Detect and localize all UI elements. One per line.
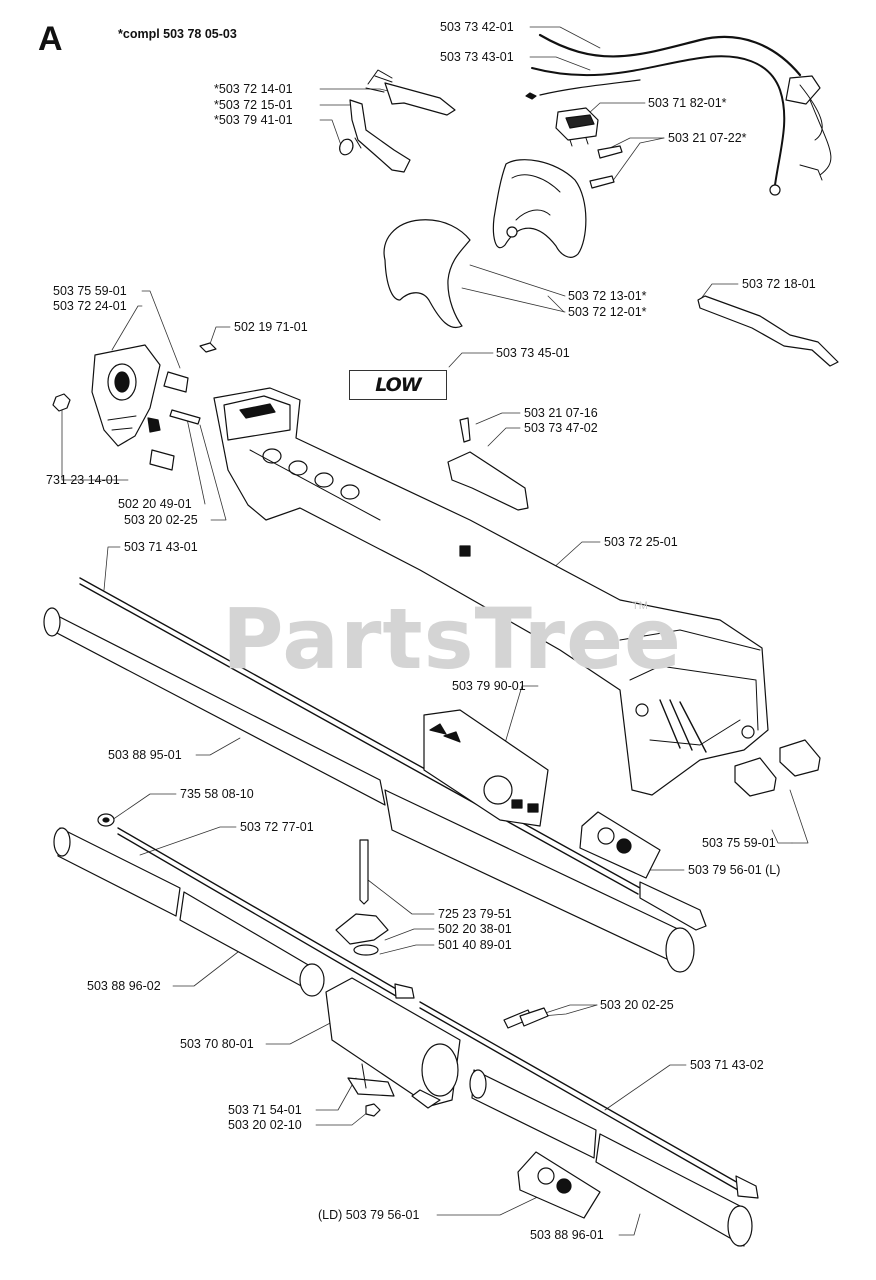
part-label[interactable]: 503 88 95-01 xyxy=(108,748,182,762)
part-label[interactable]: 503 88 96-02 xyxy=(87,979,161,993)
part-label[interactable]: 731 23 14-01 xyxy=(46,473,120,487)
drive-shaft-upper xyxy=(80,578,706,930)
part-label[interactable]: 725 23 79-51 xyxy=(438,907,512,921)
low-decal: LOW xyxy=(349,370,447,400)
part-label[interactable]: 503 75 59-01 xyxy=(53,284,127,298)
part-label[interactable]: 503 72 25-01 xyxy=(604,535,678,549)
handle-screws xyxy=(590,146,622,188)
part-label[interactable]: 503 72 13-01* xyxy=(568,289,647,303)
part-label[interactable]: 503 71 54-01 xyxy=(228,1103,302,1117)
part-label[interactable]: 503 79 56-01 (L) xyxy=(688,863,781,877)
stop-switch xyxy=(556,108,598,146)
part-label[interactable]: 503 20 02-10 xyxy=(228,1118,302,1132)
handle-bracket xyxy=(53,343,216,470)
warning-decal xyxy=(424,710,548,826)
shaft-housing xyxy=(214,388,768,795)
part-label[interactable]: (LD) 503 79 56-01 xyxy=(318,1208,420,1222)
tube-coupling xyxy=(326,978,460,1108)
low-decal-text: LOW xyxy=(375,374,422,396)
drive-shaft-middle xyxy=(118,828,414,998)
trademark: TM xyxy=(632,600,648,612)
part-label[interactable]: *503 79 41-01 xyxy=(214,113,293,127)
part-label[interactable]: 503 72 24-01 xyxy=(53,299,127,313)
part-label[interactable]: 503 73 47-02 xyxy=(524,421,598,435)
part-label[interactable]: 503 20 02-25 xyxy=(600,998,674,1012)
part-label[interactable]: 503 70 80-01 xyxy=(180,1037,254,1051)
part-label[interactable]: 501 40 89-01 xyxy=(438,938,512,952)
part-label[interactable]: 503 75 59-01 xyxy=(702,836,776,850)
part-label[interactable]: 503 20 02-25 xyxy=(124,513,198,527)
part-label[interactable]: 502 19 71-01 xyxy=(234,320,308,334)
part-label[interactable]: 503 72 77-01 xyxy=(240,820,314,834)
handle-clip xyxy=(698,296,838,366)
part-label[interactable]: 503 88 96-01 xyxy=(530,1228,604,1242)
decal-l xyxy=(580,812,660,878)
part-label[interactable]: 503 73 45-01 xyxy=(496,346,570,360)
throttle-cable-set xyxy=(526,35,831,195)
part-label[interactable]: 503 73 42-01 xyxy=(440,20,514,34)
part-label[interactable]: *503 72 14-01 xyxy=(214,82,293,96)
part-label[interactable]: 503 79 90-01 xyxy=(452,679,526,693)
part-label[interactable]: 503 71 43-02 xyxy=(690,1058,764,1072)
decal-ld xyxy=(518,1152,600,1218)
tube-upper xyxy=(44,608,694,972)
part-label[interactable]: 503 71 43-01 xyxy=(124,540,198,554)
part-label[interactable]: *503 72 15-01 xyxy=(214,98,293,112)
part-label[interactable]: 503 72 12-01* xyxy=(568,305,647,319)
section-letter: A xyxy=(38,20,63,58)
wing-bolt xyxy=(336,840,388,955)
rear-handle xyxy=(384,160,586,328)
part-label[interactable]: 502 20 49-01 xyxy=(118,497,192,511)
washer xyxy=(98,814,114,826)
part-label[interactable]: 502 20 38-01 xyxy=(438,922,512,936)
coupling-screws xyxy=(504,1008,548,1028)
complete-assembly-note: *compl 503 78 05-03 xyxy=(118,27,237,41)
tube-middle xyxy=(54,828,324,996)
part-label[interactable]: 503 72 18-01 xyxy=(742,277,816,291)
part-label[interactable]: 503 21 07-22* xyxy=(668,131,747,145)
part-label[interactable]: 503 71 82-01* xyxy=(648,96,727,110)
end-plugs xyxy=(735,740,820,796)
part-label[interactable]: 503 21 07-16 xyxy=(524,406,598,420)
throttle-trigger xyxy=(340,70,455,172)
part-label[interactable]: 735 58 08-10 xyxy=(180,787,254,801)
part-label[interactable]: 503 73 43-01 xyxy=(440,50,514,64)
clamp-plate xyxy=(348,1064,394,1116)
watermark: PartsTree xyxy=(222,590,683,688)
tube-lower xyxy=(470,1070,752,1246)
lever-assembly xyxy=(448,418,528,510)
drive-shaft-lower xyxy=(420,1002,758,1198)
